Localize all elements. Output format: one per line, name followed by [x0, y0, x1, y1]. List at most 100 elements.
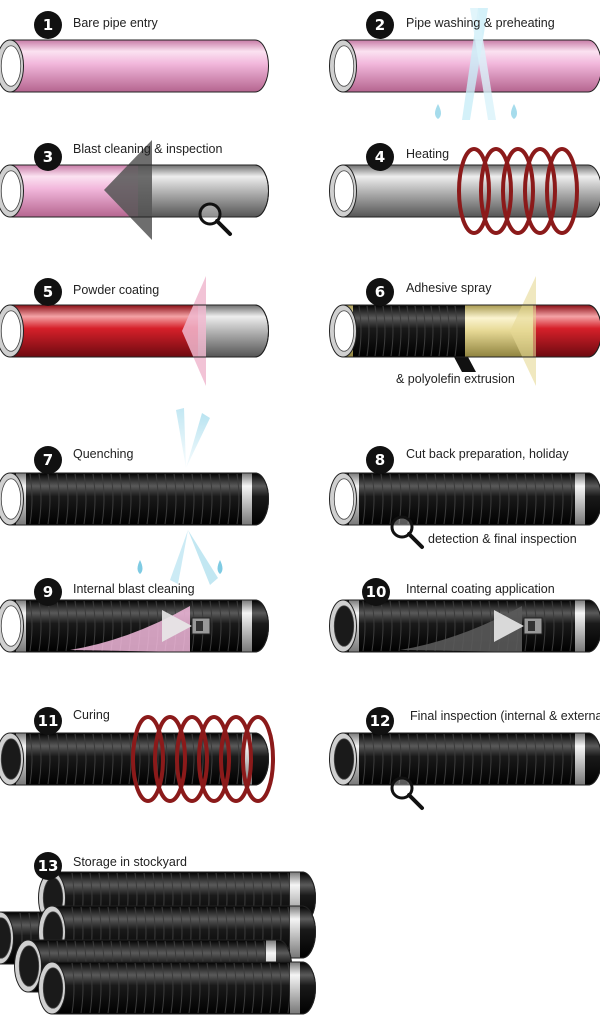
heating-coil — [219, 715, 253, 803]
wrap-line — [398, 473, 402, 525]
magnifier-handle — [215, 219, 232, 236]
step-badge-10 — [362, 578, 390, 606]
wrap-line — [515, 473, 519, 525]
wrap-line — [128, 473, 132, 525]
step-badge-12 — [366, 707, 394, 735]
artwork — [0, 8, 600, 1015]
step-label-2: Pipe washing & preheating — [406, 16, 555, 30]
pipe-5-powder — [10, 305, 198, 357]
wrap-line — [374, 305, 378, 357]
water-spray-icon — [170, 530, 188, 584]
step-badge-11-number: 11 — [38, 712, 59, 730]
wrap-line — [80, 962, 84, 1014]
pipe-outline — [10, 732, 270, 786]
wrap-line — [92, 473, 96, 525]
wrap-line — [497, 473, 501, 525]
water-drop — [511, 104, 517, 119]
wrap-line — [269, 962, 273, 1014]
step-badge-6-number: 6 — [375, 283, 385, 301]
pipe-outline — [343, 599, 600, 653]
pipe-outline — [343, 304, 600, 358]
wrap-line — [569, 733, 573, 785]
wrap-line — [110, 733, 114, 785]
wrap-line — [524, 473, 528, 525]
wrap-line — [524, 733, 528, 785]
heating-coil — [479, 147, 513, 235]
wrap-line — [371, 733, 375, 785]
magnifier-icon — [390, 776, 414, 800]
step-label-6: Adhesive spray — [406, 281, 492, 295]
wrap-line — [488, 473, 492, 525]
wrap-line — [224, 962, 228, 1014]
step-badge-3-number: 3 — [43, 148, 53, 166]
wrap-line — [47, 733, 51, 785]
wrap-line — [398, 305, 402, 357]
wrap-line — [65, 473, 69, 525]
wrap-line — [188, 962, 192, 1014]
wrap-line — [242, 962, 246, 1014]
step-badge-4-number: 4 — [375, 148, 385, 166]
heating-coil — [131, 715, 165, 803]
wrap-line — [362, 473, 366, 525]
wrap-line — [38, 733, 42, 785]
wrap-line — [533, 473, 537, 525]
wrap-line — [434, 473, 438, 525]
wrap-line — [389, 600, 393, 652]
wrap-line — [209, 600, 213, 652]
step-badge-2 — [366, 11, 394, 39]
step-badge-2-number: 2 — [375, 16, 385, 34]
wrap-line — [179, 962, 183, 1014]
wrap-line — [29, 733, 33, 785]
wrap-line — [236, 600, 240, 652]
pipe-6-end-bore — [333, 310, 355, 352]
magnifier-icon — [198, 202, 222, 226]
heating-coil — [545, 147, 579, 235]
wrap-line — [38, 473, 42, 525]
pipe-4 — [342, 164, 600, 218]
wrap-line — [137, 473, 141, 525]
wrap-line — [551, 733, 555, 785]
step-badge-5-number: 5 — [43, 283, 53, 301]
wrap-line — [443, 473, 447, 525]
water-spray-icon — [188, 530, 218, 585]
wrap-line — [56, 733, 60, 785]
wrap-line — [461, 473, 465, 525]
wrap-line — [215, 962, 219, 1014]
wrap-line — [551, 600, 555, 652]
step-badge-1-number: 1 — [43, 16, 53, 34]
step-label-4: Heating — [406, 147, 449, 161]
step-badge-10-number: 10 — [366, 583, 387, 601]
stock-pipe-end-bore — [42, 967, 64, 1009]
cut-away-interior — [70, 606, 190, 652]
step-label-13: Storage in stockyard — [73, 855, 187, 869]
step-badge-4 — [366, 143, 394, 171]
cutback-band — [575, 600, 585, 652]
wrap-line — [422, 305, 426, 357]
cutback-band — [290, 962, 300, 1014]
water-spray-icon — [176, 408, 186, 468]
step-badge-3 — [34, 143, 62, 171]
wrap-line — [371, 473, 375, 525]
pipe-outline — [343, 472, 600, 526]
wrap-line — [438, 305, 442, 357]
spray-cone — [494, 610, 524, 642]
wrap-line — [119, 473, 123, 525]
cut-away-interior — [400, 606, 522, 652]
step-label-7: Quenching — [73, 447, 134, 461]
wrap-line — [542, 733, 546, 785]
wrap-line — [116, 962, 120, 1014]
pipe-10-end-bore — [333, 605, 355, 647]
pipe-outline — [10, 599, 270, 653]
wrap-line — [92, 733, 96, 785]
wrap-line — [83, 733, 87, 785]
heating-coil — [501, 147, 535, 235]
cutback-band — [575, 473, 585, 525]
wrap-line — [152, 962, 156, 1014]
pipe-outline — [52, 961, 317, 1015]
wrap-line — [560, 600, 564, 652]
wrap-line — [560, 473, 564, 525]
wrap-line — [47, 473, 51, 525]
pipe-9-end-bore — [0, 605, 22, 647]
